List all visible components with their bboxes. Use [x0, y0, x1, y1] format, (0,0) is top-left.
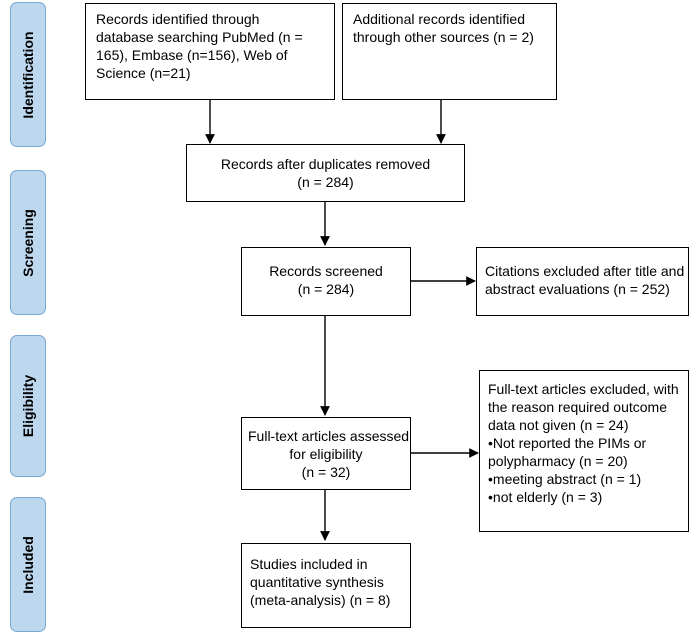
box-other-sources-line-2: through other sources (n = 2) [353, 29, 534, 45]
box-full-text-excluded-line-4: •Not reported the PIMs or [488, 435, 647, 451]
box-full-text-assessed: Full-text articles assessed for eligibil… [241, 417, 411, 490]
box-full-text-excluded-line-1: Full-text articles excluded, with [488, 381, 679, 397]
box-records-screened-line-1: Records screened [269, 263, 383, 279]
box-full-text-assessed-line-3: (n = 32) [301, 464, 351, 480]
box-included-studies: Studies included in quantitative synthes… [241, 543, 411, 628]
box-included-studies-line-2: quantitative synthesis [250, 574, 384, 590]
box-excluded-title-abstract: Citations excluded after title and abstr… [476, 247, 689, 316]
phase-screening: Screening [10, 170, 46, 315]
box-included-studies-line-1: Studies included in [250, 556, 368, 572]
phase-included: Included [10, 497, 46, 632]
box-full-text-assessed-line-1: Full-text articles assessed [248, 428, 410, 444]
box-other-sources-line-1: Additional records identified [353, 11, 525, 27]
box-after-duplicates-line-1: Records after duplicates removed [220, 156, 431, 172]
phase-eligibility: Eligibility [10, 335, 46, 477]
box-after-duplicates-line-2: (n = 284) [297, 174, 354, 190]
box-excluded-title-abstract-line-2: abstract evaluations (n = 252) [485, 281, 670, 297]
box-full-text-excluded-line-7: •not elderly (n = 3) [488, 489, 603, 505]
box-database-records-line-1: Records identified through [96, 11, 260, 27]
box-excluded-title-abstract-line-1: Citations excluded after title and [485, 263, 685, 279]
box-after-duplicates: Records after duplicates removed (n = 28… [186, 144, 465, 202]
box-database-records-line-3: 165), Embase (n=156), Web of [96, 47, 288, 63]
box-full-text-assessed-line-2: for eligibility [289, 446, 363, 462]
box-other-sources: Additional records identified through ot… [342, 3, 557, 100]
box-database-records-line-4: Science (n=21) [96, 65, 191, 81]
box-full-text-excluded-line-2: the reason required outcome [488, 399, 667, 415]
phase-identification: Identification [10, 2, 46, 147]
box-records-screened: Records screened (n = 284) [241, 247, 411, 316]
box-included-studies-line-3: (meta-analysis) (n = 8) [250, 592, 391, 608]
box-database-records: Records identified through database sear… [85, 3, 335, 100]
box-full-text-excluded-line-3: data not given (n = 24) [488, 417, 629, 433]
box-records-screened-line-2: (n = 284) [297, 281, 355, 297]
box-full-text-excluded-line-5: polypharmacy (n = 20) [488, 453, 628, 469]
box-database-records-line-2: database searching PubMed (n = [96, 29, 303, 45]
box-full-text-excluded-line-6: •meeting abstract (n = 1) [488, 471, 642, 487]
box-full-text-excluded: Full-text articles excluded, with the re… [479, 370, 689, 532]
